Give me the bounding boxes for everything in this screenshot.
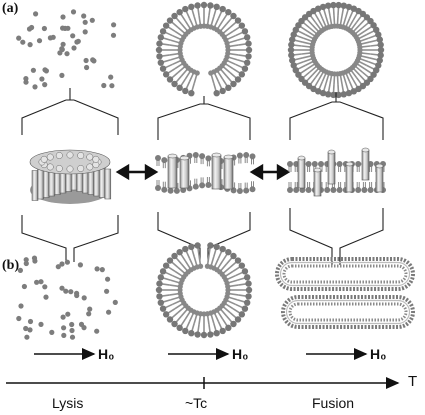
field-label-fusion: H₀	[370, 346, 387, 362]
equilibrium-arrow-left	[115, 163, 159, 181]
cylinder-bundle	[29, 149, 112, 204]
axis-tick-fusion: Fusion	[312, 395, 355, 411]
open-vesicle-b	[155, 242, 253, 339]
field-label-tc: H₀	[232, 346, 249, 362]
zoom-connectors	[21, 88, 384, 265]
panel-label-a: (a)	[2, 1, 19, 16]
axis-tick-tc: ~Tc	[185, 395, 208, 411]
panel-label-b: (b)	[2, 258, 20, 273]
elongated-vesicles	[275, 257, 415, 329]
open-vesicle-a	[155, 1, 253, 97]
axis-tick-lysis: Lysis	[52, 395, 84, 411]
field-label-lysis: H₀	[98, 346, 115, 362]
temperature-axis	[6, 377, 400, 389]
axis-name-t: T	[408, 373, 418, 390]
flat-bilayer-with-inclusions	[287, 147, 386, 197]
equilibrium-arrow-right	[249, 163, 291, 181]
closed-vesicle-a	[287, 1, 385, 99]
free-lipid-dots-b	[16, 255, 118, 340]
free-lipid-dots-a	[16, 9, 117, 90]
bicelle-bilayer	[155, 152, 256, 194]
